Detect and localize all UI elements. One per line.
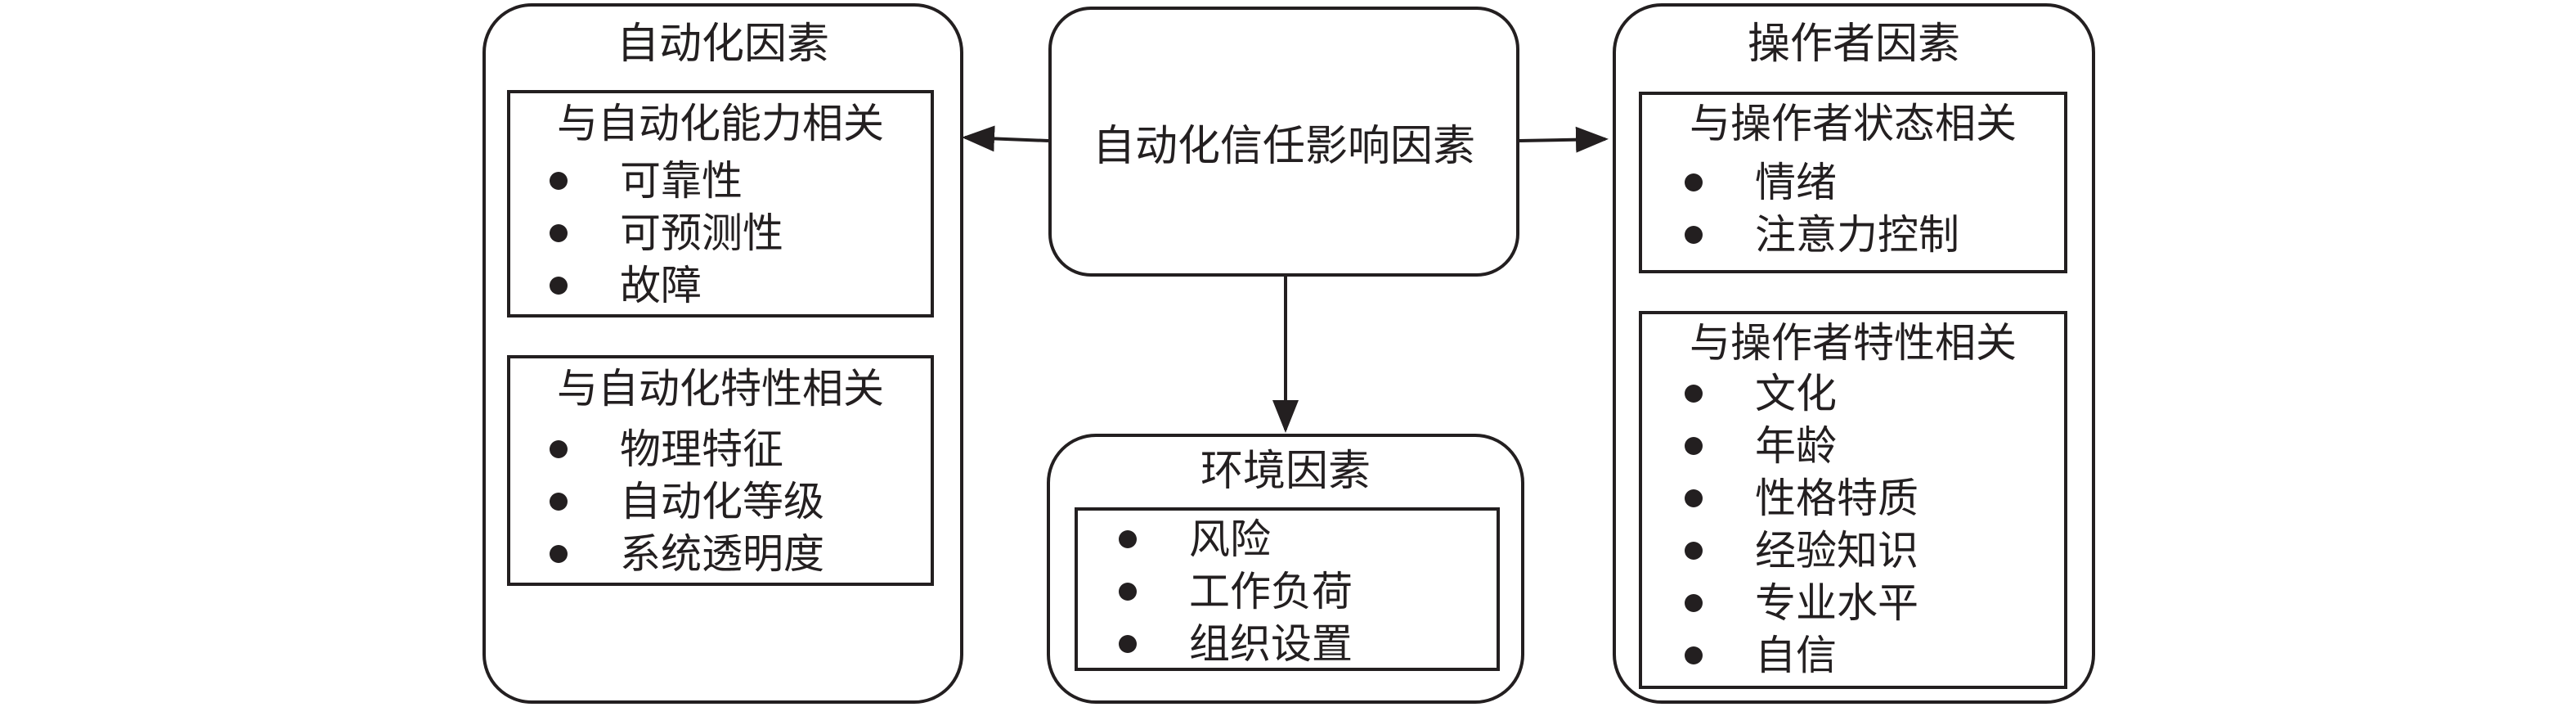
list-item: 物理特征 (550, 429, 824, 481)
bullet-icon (1685, 594, 1703, 612)
list-item: 情绪 (1685, 162, 1959, 214)
automation-capability-list: 可靠性 可预测性 故障 (550, 160, 783, 317)
bullet-icon (1119, 635, 1137, 653)
operator-factors-title: 操作者因素 (1747, 20, 1960, 69)
operator-factors-box: 操作者因素 与操作者状态相关 情绪 注意力控制 与操作者特性相关 文化 年龄 性… (1613, 3, 2095, 704)
bullet-icon (1685, 437, 1703, 455)
item-text: 物理特征 (620, 426, 783, 473)
list-item: 系统透明度 (550, 534, 824, 586)
trust-factors-center-label: 自动化信任影响因素 (1092, 121, 1475, 171)
item-text: 年龄 (1755, 422, 1837, 470)
list-item: 组织设置 (1119, 624, 1353, 676)
operator-traits-list: 文化 年龄 性格特质 经验知识 专业水平 自信 (1685, 373, 1919, 687)
bullet-icon (1685, 226, 1703, 244)
automation-factors-box: 自动化因素 与自动化能力相关 可靠性 可预测性 故障 与自动化特性相关 物理特征… (482, 3, 963, 704)
list-item: 注意力控制 (1685, 214, 1959, 267)
operator-traits-title: 与操作者特性相关 (1690, 319, 2017, 367)
environment-factors-title: 环境因素 (1200, 447, 1371, 496)
list-item: 自信 (1685, 635, 1919, 687)
automation-factors-title: 自动化因素 (616, 20, 829, 69)
operator-state-title: 与操作者状态相关 (1690, 100, 2017, 147)
operator-state-list: 情绪 注意力控制 (1685, 162, 1959, 267)
automation-characteristics-box: 与自动化特性相关 物理特征 自动化等级 系统透明度 (507, 355, 934, 586)
bullet-icon (550, 224, 568, 242)
item-text: 专业水平 (1755, 579, 1919, 627)
item-text: 文化 (1755, 370, 1837, 417)
list-item: 性格特质 (1685, 478, 1919, 530)
automation-characteristics-title: 与自动化特性相关 (557, 365, 884, 412)
environment-list: 风险 工作负荷 组织设置 (1119, 519, 1353, 676)
bullet-icon (1685, 646, 1703, 664)
list-item: 风险 (1119, 519, 1353, 571)
environment-factors-box: 环境因素 风险 工作负荷 组织设置 (1047, 434, 1524, 704)
bullet-icon (550, 277, 568, 295)
item-text: 风险 (1189, 516, 1271, 563)
list-item: 故障 (550, 265, 783, 317)
item-text: 可预测性 (620, 209, 783, 257)
item-text: 可靠性 (620, 157, 743, 205)
item-text: 自信 (1755, 632, 1837, 679)
trust-factors-center-box: 自动化信任影响因素 (1048, 7, 1519, 277)
item-text: 注意力控制 (1755, 211, 1959, 259)
environment-items-box: 风险 工作负荷 组织设置 (1075, 507, 1500, 671)
arrow-to-automation-factors (962, 125, 1049, 152)
item-text: 系统透明度 (620, 530, 824, 578)
list-item: 文化 (1685, 373, 1919, 426)
bullet-icon (550, 172, 568, 190)
item-text: 性格特质 (1755, 475, 1919, 522)
item-text: 经验知识 (1755, 527, 1919, 574)
automation-capability-title: 与自动化能力相关 (557, 100, 884, 147)
bullet-icon (550, 440, 568, 458)
list-item: 可预测性 (550, 213, 783, 265)
item-text: 组织设置 (1189, 620, 1353, 668)
list-item: 专业水平 (1685, 583, 1919, 635)
item-text: 自动化等级 (620, 478, 824, 525)
bullet-icon (1119, 583, 1137, 601)
bullet-icon (1685, 173, 1703, 191)
bullet-icon (1119, 530, 1137, 548)
bullet-icon (1685, 489, 1703, 507)
bullet-icon (1685, 385, 1703, 403)
list-item: 经验知识 (1685, 530, 1919, 583)
list-item: 可靠性 (550, 160, 783, 213)
bullet-icon (1685, 542, 1703, 560)
list-item: 自动化等级 (550, 481, 824, 534)
automation-characteristics-list: 物理特征 自动化等级 系统透明度 (550, 429, 824, 586)
operator-state-box: 与操作者状态相关 情绪 注意力控制 (1639, 92, 2067, 273)
arrow-to-operator-factors (1519, 126, 1609, 153)
list-item: 工作负荷 (1119, 571, 1353, 624)
bullet-icon (550, 545, 568, 563)
item-text: 故障 (620, 262, 702, 309)
list-item: 年龄 (1685, 426, 1919, 478)
bullet-icon (550, 493, 568, 511)
item-text: 工作负荷 (1189, 568, 1353, 615)
operator-traits-box: 与操作者特性相关 文化 年龄 性格特质 经验知识 专业水平 自信 (1639, 311, 2067, 689)
item-text: 情绪 (1755, 159, 1837, 206)
automation-capability-box: 与自动化能力相关 可靠性 可预测性 故障 (507, 90, 934, 317)
